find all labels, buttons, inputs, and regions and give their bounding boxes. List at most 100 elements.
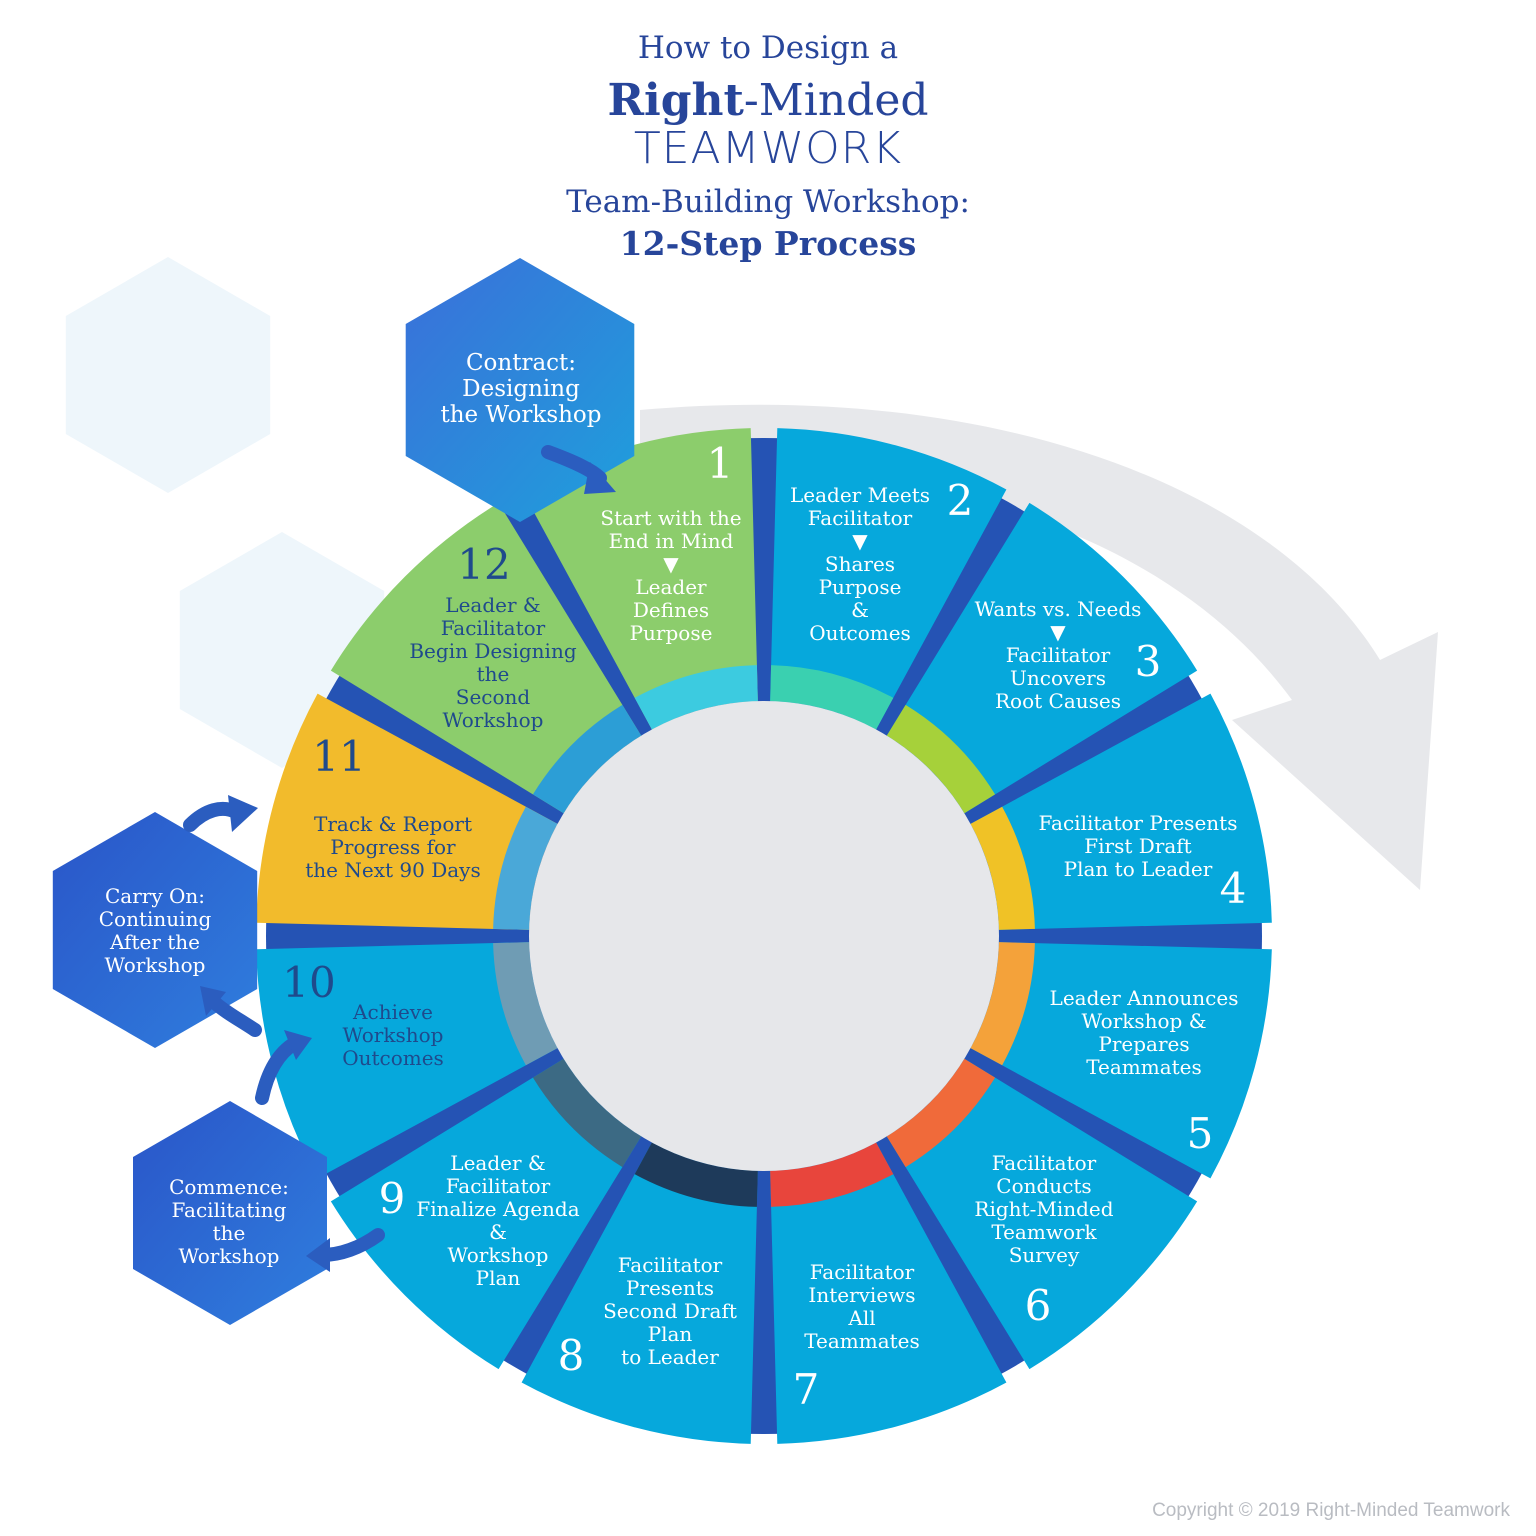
arrow-to-carry-on [207, 995, 262, 1037]
title-block: How to Design a Right-Minded TEAMWORK Te… [0, 30, 1536, 263]
step-4-text-line: First Draft [1084, 834, 1191, 858]
inner-ring-segment [493, 806, 558, 930]
phase-carry-text-line: Workshop [105, 953, 206, 977]
wheel-segment [886, 502, 1198, 814]
phase-commence-text-line: the [213, 1221, 246, 1245]
title-process: 12-Step Process [619, 224, 917, 263]
step-2-number: 2 [947, 476, 974, 525]
step-1-text-line: End in Mind [609, 529, 734, 553]
step-4-text-line: Plan to Leader [1064, 857, 1213, 881]
inner-ring-segment [634, 665, 758, 730]
inner-ring-segment [886, 1058, 996, 1168]
title-line-1: How to Design a [637, 30, 899, 66]
inner-ring-segment [770, 665, 894, 730]
arrow-to-carry-on-head [200, 986, 226, 1016]
step-6-text-line: Teamwork [991, 1220, 1097, 1244]
wheel-segment [256, 693, 558, 930]
step-7-text-line: Interviews [808, 1283, 915, 1307]
gray-cycle-arrow [640, 404, 1438, 890]
step-12-text-line: the [477, 662, 510, 686]
step-1-text-line: Start with the [600, 506, 741, 530]
step-1-text-line: ▼ [663, 552, 679, 576]
wheel-segment [886, 1058, 1198, 1370]
copyright: Copyright © 2019 Right-Minded Teamwork [1152, 1500, 1510, 1521]
inner-ring-segment [970, 942, 1035, 1066]
arrow-to-commence-head [306, 1238, 330, 1272]
cycle-arrow [640, 404, 1438, 890]
step-7-text-line: Teammates [804, 1329, 920, 1353]
step-2-text-line: & [851, 598, 869, 622]
step-12-text-line: Facilitator [441, 616, 546, 640]
step-8-text-line: Presents [626, 1276, 714, 1300]
title-teamwork: TEAMWORK [633, 123, 903, 174]
step-1-text-line: Leader [635, 575, 707, 599]
phase-carry-text-line: Continuing [99, 907, 212, 931]
inner-ring-segment [886, 704, 996, 814]
step-7-number: 7 [793, 1365, 820, 1414]
step-8-text-line: Facilitator [618, 1253, 723, 1277]
step-4-text-line: Facilitator Presents [1039, 811, 1238, 835]
phase-carry-text-line: Carry On: [105, 884, 205, 908]
step-5-text-line: Teammates [1086, 1055, 1202, 1079]
step-3-text-line: Wants vs. Needs [975, 597, 1142, 621]
step-8-text-line: Second Draft [603, 1299, 737, 1323]
phase-commence-text-line: Facilitating [172, 1198, 287, 1222]
step-12-text-line: Begin Designing [409, 639, 576, 663]
step-8-text-line: Plan [648, 1322, 693, 1346]
step-6-number: 6 [1025, 1281, 1052, 1330]
step-11-number: 11 [312, 732, 365, 781]
step-9-text-line: Workshop [448, 1243, 549, 1267]
arrow-to-step11-head [228, 795, 258, 832]
inner-ring-segment [532, 1058, 642, 1168]
step-11-text-line: Progress for [330, 835, 456, 859]
step-2-text-line: Facilitator [808, 506, 913, 530]
phase-contract-text-line: Designing [462, 376, 580, 402]
step-6-text-line: Conducts [996, 1174, 1091, 1198]
step-12-text-line: Workshop [443, 708, 544, 732]
inner-ring-segment [532, 704, 642, 814]
step-1-text-line: Defines [633, 598, 709, 622]
step-12-number: 12 [457, 540, 510, 589]
inner-ring-segment [970, 806, 1035, 930]
arrow-contract-to-step1-head [584, 462, 616, 494]
step-10-number: 10 [282, 958, 335, 1007]
step-6-text-line: Right-Minded [974, 1197, 1113, 1221]
phase-commence-text-line: Workshop [179, 1244, 280, 1268]
hexagon-contract [405, 258, 635, 522]
title-right: Right [607, 75, 744, 126]
step-9-number: 9 [379, 1174, 406, 1223]
step-9-text-line: & [489, 1220, 507, 1244]
wheel-segment [970, 942, 1272, 1179]
step-11-text-line: Track & Report [314, 812, 472, 836]
step-9-text-line: Finalize Agenda [416, 1197, 579, 1221]
phase-contract-text-line: the Workshop [440, 402, 601, 428]
step-5-text-line: Prepares [1098, 1032, 1189, 1056]
step-12-text-line: Leader & [445, 593, 540, 617]
inner-ring-segment [634, 1142, 758, 1207]
wheel-segment [330, 502, 642, 814]
step-3-text-line: Facilitator [1006, 643, 1111, 667]
wheel-segment [970, 693, 1272, 930]
step-5-text-line: Workshop & [1081, 1009, 1206, 1033]
arrow-commence-to-step10-head [284, 1030, 312, 1060]
inner-ring-segment [770, 1142, 894, 1207]
phase-carry-text-line: After the [109, 930, 200, 954]
step-9-text-line: Plan [476, 1266, 521, 1290]
wheel-segment [330, 1058, 642, 1370]
hexagon-commence [133, 1101, 327, 1325]
wheel-segment [521, 428, 758, 730]
title-subtitle: Team-Building Workshop: [566, 184, 970, 220]
step-7-text-line: Facilitator [810, 1260, 915, 1284]
step-10-text-line: Achieve [352, 1000, 433, 1024]
